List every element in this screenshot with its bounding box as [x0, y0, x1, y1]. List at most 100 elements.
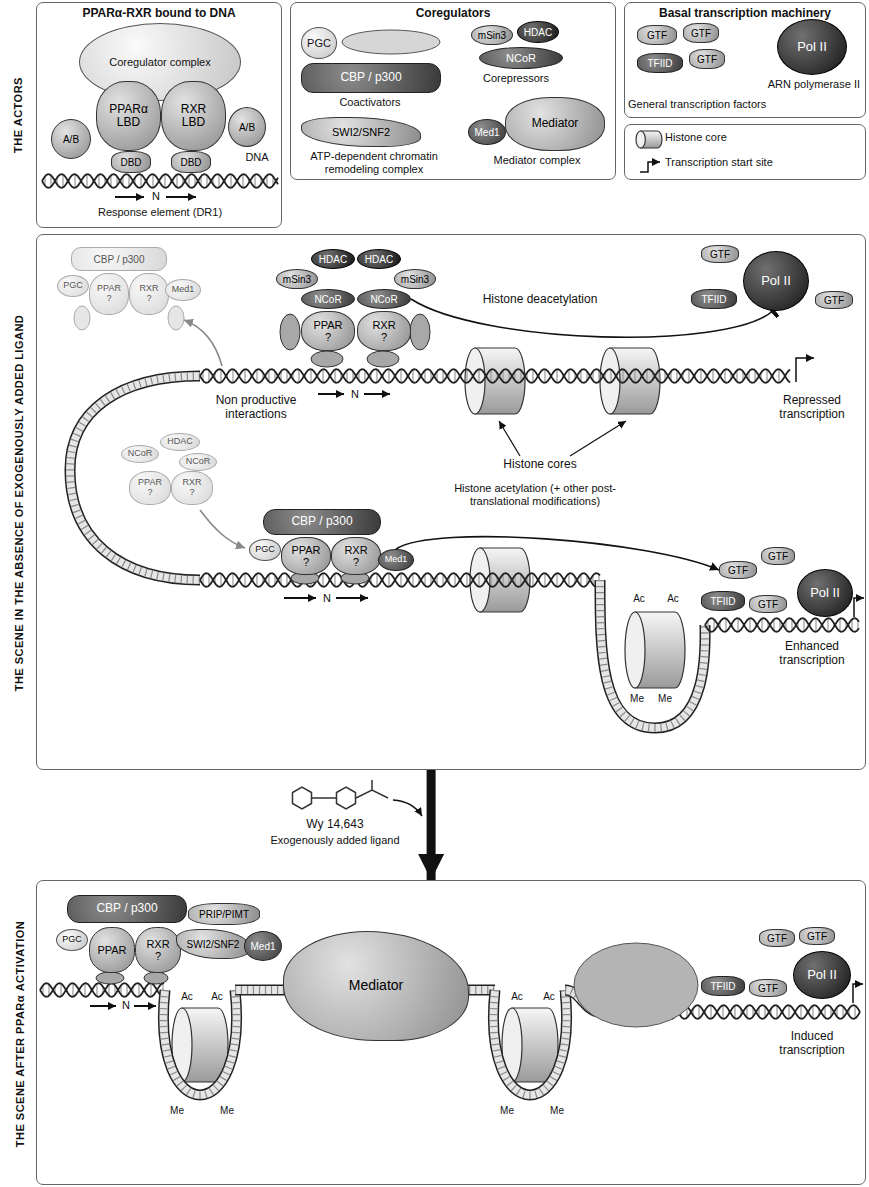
protein-blob: DBD: [171, 151, 211, 173]
protein-blob: CBP / p300: [71, 247, 167, 271]
protein-blob: GTF: [759, 929, 795, 947]
ring: [293, 787, 312, 809]
protein-blob: SWI2/SNF2: [176, 929, 251, 959]
protein-name: PGC: [307, 37, 331, 49]
protein-blob: GTF: [689, 49, 725, 69]
panel-heading: Basal transcription machinery: [625, 6, 865, 20]
protein-name: ?: [155, 950, 161, 962]
protein-name: SWI2/SNF2: [332, 126, 390, 138]
arrow: [393, 800, 422, 816]
protein-name: CBP / p300: [96, 902, 157, 915]
protein-name: RXR: [372, 319, 395, 331]
protein-name: NCoR: [506, 52, 536, 64]
protein-blob: CBP / p300: [301, 63, 441, 93]
protein-name: HDAC: [365, 254, 393, 265]
protein-blob: GTF: [799, 927, 835, 945]
protein-name: RXR: [146, 938, 169, 950]
protein-name: CBP / p300: [291, 515, 352, 528]
dna-strand: [200, 573, 600, 587]
arrow: [640, 162, 660, 172]
domain-oval: [410, 314, 430, 350]
label: N: [349, 388, 361, 401]
side-heading: THE SCENE IN THE ABSENCE OF EXOGENOUSLY …: [11, 235, 27, 771]
dna-strand: [705, 618, 859, 632]
protein-name: LBD: [117, 116, 140, 129]
protein-blob: PGC: [57, 275, 88, 297]
arrow: [318, 393, 344, 395]
protein-name: ?: [381, 331, 387, 343]
protein-blob: RXR?: [331, 537, 381, 575]
dna-curve: [600, 580, 705, 728]
protein-blob: HDAC: [160, 433, 199, 451]
protein-blob: NCoR: [179, 453, 217, 471]
protein-blob: HDAC: [357, 249, 401, 269]
protein-blob: PPAR: [89, 927, 135, 973]
label: Ac: [206, 992, 228, 1002]
protein-name: mSin3: [283, 274, 311, 285]
protein-blob: A/B: [51, 119, 91, 159]
protein-name: PPARα: [109, 103, 148, 116]
arrow: [499, 421, 520, 456]
dna-curve: [600, 580, 705, 728]
protein-name: Mediator: [349, 978, 403, 993]
protein-name: GTF: [768, 551, 788, 562]
dna-strand: [200, 369, 790, 383]
legend-text: Transcription start site: [665, 156, 773, 168]
label: General transcription factors: [628, 98, 798, 111]
edge-label: Histone deacetylation: [470, 293, 610, 307]
protein-blob: Pol II: [743, 251, 809, 311]
protein-blob: TFIID: [701, 591, 745, 611]
protein-name: A/B: [63, 134, 79, 145]
protein-name: PGC: [63, 281, 83, 291]
bond: [312, 780, 388, 798]
protein-blob: PPAR?: [281, 537, 331, 575]
protein-blob: PGC: [249, 539, 280, 561]
label: Histone cores: [490, 458, 590, 472]
protein-name: Pol II: [797, 40, 827, 54]
arrow: [284, 597, 316, 599]
protein-blob: NCoR: [479, 47, 563, 69]
label: Ac: [628, 594, 650, 604]
panel: THE SCENE AFTER PPARα ACTIVATIONCBP / p3…: [36, 880, 866, 1185]
domain-oval: [96, 972, 124, 984]
label: Repressed transcription: [760, 394, 864, 422]
protein-name: TFIID: [711, 596, 736, 607]
protein-blob: PRIP/PIMT: [188, 903, 259, 925]
dna-curve: [163, 990, 236, 1095]
protein-name: ?: [325, 331, 331, 343]
arrow: [184, 320, 222, 366]
label: Me: [546, 1106, 568, 1116]
label: Ac: [662, 594, 684, 604]
protein-blob: HDAC: [517, 21, 560, 43]
protein-name: HDAC: [167, 437, 193, 447]
protein-name: GTF: [728, 565, 748, 576]
label: ARN polymerase II: [730, 78, 860, 91]
protein-name: GTF: [758, 983, 778, 994]
domain-oval: [342, 30, 440, 54]
label: Me: [166, 1106, 188, 1116]
protein-blob: Mediator: [505, 97, 605, 151]
protein-name: TFIID: [702, 294, 727, 305]
label: Me: [216, 1106, 238, 1116]
protein-name: Med1: [172, 285, 195, 295]
label: Me: [496, 1106, 518, 1116]
protein-blob: DBD: [111, 151, 151, 173]
protein-name: PGC: [255, 545, 275, 555]
protein-blob: PPAR?: [129, 471, 171, 505]
domain-oval: [367, 351, 399, 367]
protein-blob: GTF: [761, 547, 795, 565]
protein-name: GTF: [691, 28, 711, 39]
side-heading: THE SCENE AFTER PPARα ACTIVATION: [11, 881, 27, 1186]
protein-name: TFIID: [648, 58, 673, 69]
protein-name: GTF: [824, 295, 844, 306]
protein-blob: Mediator: [283, 931, 469, 1041]
ring: [337, 787, 356, 809]
protein-blob: CBP / p300: [67, 895, 187, 923]
protein-blob: RXR?: [171, 471, 213, 505]
protein-blob: RXRLBD: [161, 81, 226, 151]
protein-blob: GTF: [749, 595, 787, 613]
protein-blob: RXR?: [129, 273, 169, 315]
protein-name: mSin3: [478, 30, 506, 41]
protein-blob: SWI2/SNF2: [301, 117, 421, 147]
